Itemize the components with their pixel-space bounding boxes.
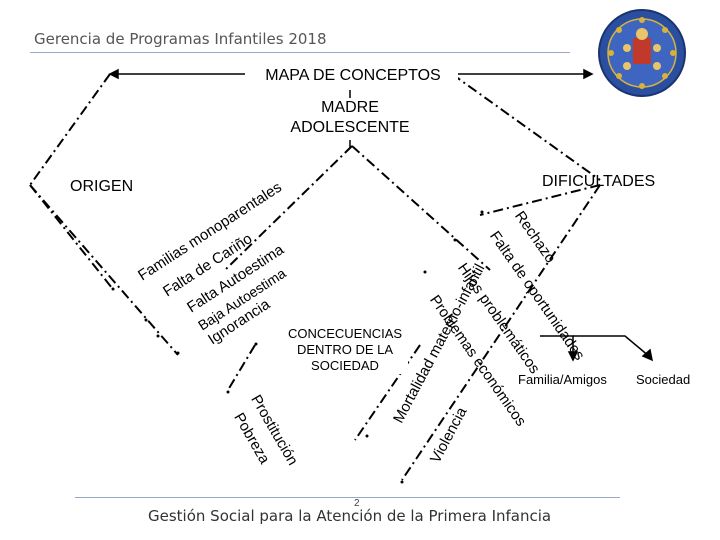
arrow-support-right-line	[573, 335, 651, 358]
arrow-title-left-head	[108, 68, 119, 80]
root-concept: MADRE ADOLESCENTE	[270, 98, 430, 140]
connector-origin-fan-b	[29, 184, 179, 356]
support-item-familia: Familia/Amigos	[518, 372, 607, 387]
concept-map-title: MAPA DE CONCEPTOS	[248, 64, 458, 88]
arrow-title-right-head	[583, 68, 594, 80]
header-title: Gerencia de Programas Infantiles 2018	[34, 30, 327, 48]
connector-consequences-right	[354, 344, 421, 441]
connector-difficulties-rechazo	[479, 184, 601, 216]
footer-title: Gestión Social para la Atención de la Pr…	[148, 507, 552, 525]
connector-root-left	[224, 145, 353, 271]
origin-label: ORIGEN	[70, 178, 134, 195]
arrow-support-right-head	[641, 348, 654, 362]
connector-title-difficulties	[451, 73, 601, 181]
support-item-sociedad: Sociedad	[636, 372, 691, 387]
page-number: 2	[354, 498, 360, 509]
difficulties-label: DIFICULTADES	[542, 173, 656, 190]
arrow-support-left-head	[567, 351, 579, 362]
header-divider	[30, 52, 570, 53]
connector-consequences-left	[227, 344, 256, 391]
connector-root-right	[351, 145, 491, 271]
footer-divider	[75, 497, 620, 498]
university-seal-logo	[598, 9, 686, 97]
consequences-label: CONCECUENCIAS DENTRO DE LA SOCIEDAD	[282, 326, 408, 374]
connector-title-origin	[29, 73, 111, 186]
connector-origin-fan-a	[29, 184, 113, 289]
